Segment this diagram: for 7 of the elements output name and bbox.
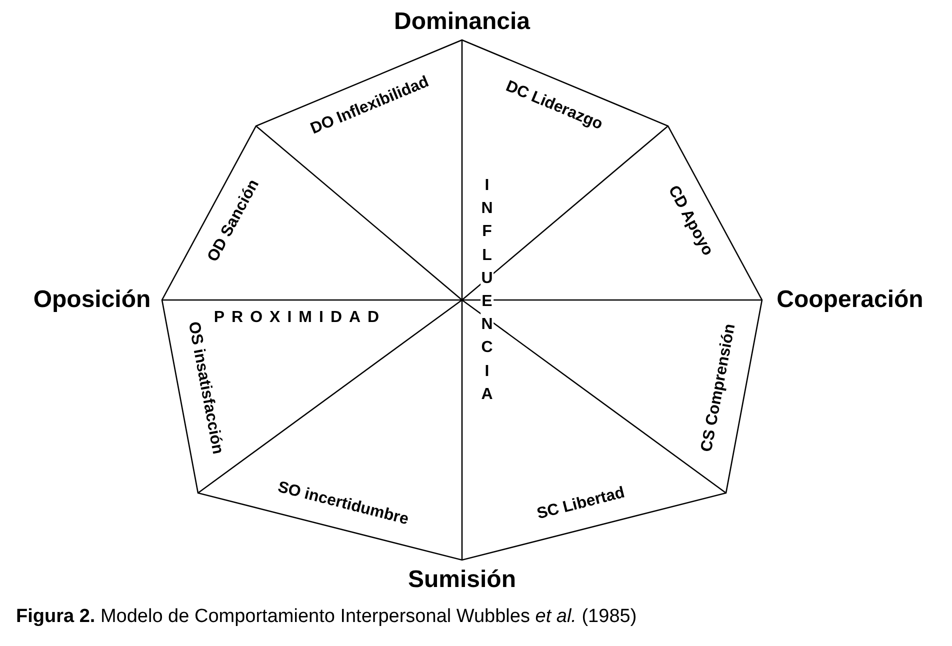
axis-label: Oposición [33, 286, 151, 314]
sector-label: SC Libertad [535, 484, 627, 524]
axis-label: Cooperación [776, 286, 924, 314]
figure-caption: Figura 2. Modelo de Comportamiento Interpersonal Wubbles et al. (1985) [16, 606, 637, 628]
axis-label: Dominancia [394, 8, 530, 36]
axis-label: Sumisión [408, 566, 516, 594]
horizontal-axis-label: PROXIMIDAD [214, 309, 386, 327]
